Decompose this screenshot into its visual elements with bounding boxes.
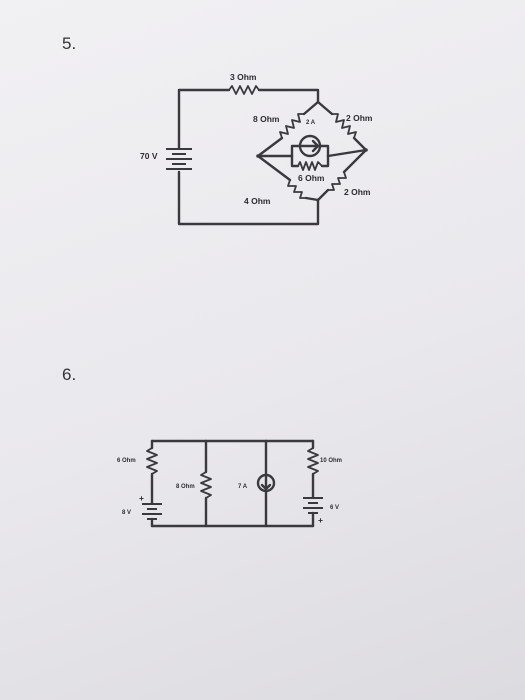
label-6-8v: 8 V [122, 510, 131, 516]
label-5-8ohm: 8 Ohm [253, 114, 280, 124]
wire-5-middle [256, 148, 368, 158]
resistor-5-2ohm-upper [332, 113, 357, 139]
problem-6-number: 6. [62, 365, 77, 384]
node-5-right [364, 148, 368, 152]
label-5-4ohm: 4 Ohm [244, 196, 271, 206]
label-6-8ohm: 8 Ohm [176, 484, 195, 490]
node-5-left [256, 154, 260, 158]
resistor-5-3ohm [228, 85, 260, 95]
wire-5-top-left [177, 88, 231, 150]
wire-5-ll [256, 154, 292, 182]
circuit-5: 3 Ohm 8 Ohm 2 A 2 Ohm 70 V 6 Ohm 2 Ohm 4… [140, 72, 373, 226]
wire-5-ll2 [304, 196, 320, 202]
resistor-6-8ohm [200, 471, 212, 499]
resistor-5-6ohm [297, 161, 323, 171]
resistor-5-8ohm [279, 113, 304, 139]
wire-5-ur [316, 100, 334, 116]
wire-5-r6-branch [290, 154, 330, 168]
label-6-plus-right: + [318, 515, 323, 525]
label-6-7a: 7 A [238, 484, 248, 490]
label-6-plus-left: + [139, 493, 144, 503]
label-5-2a: 2 A [306, 120, 316, 126]
label-5-2ohm-upper: 2 Ohm [346, 113, 373, 123]
battery-6-6v [303, 497, 323, 514]
problem-5-number: 5. [62, 34, 77, 53]
resistor-6-6ohm [146, 447, 158, 475]
arrow-icon [300, 139, 320, 153]
battery-5-70v [166, 148, 192, 170]
label-6-10ohm: 10 Ohm [320, 458, 342, 464]
current-source-5 [298, 134, 322, 158]
label-5-2ohm-lower: 2 Ohm [344, 187, 371, 197]
label-5-70v: 70 V [140, 151, 158, 161]
label-5-3ohm: 3 Ohm [230, 72, 257, 82]
wire-5-cs-branch [290, 144, 330, 158]
wire-5-left-bottom [177, 170, 320, 226]
label-5-6ohm: 6 Ohm [298, 173, 325, 183]
resistor-6-10ohm [307, 447, 319, 475]
label-6-6ohm: 6 Ohm [117, 458, 136, 464]
wire-5-ur2 [352, 136, 368, 152]
wire-5-ul2 [256, 136, 284, 158]
wire-5-lr2 [316, 188, 330, 202]
resistor-5-4ohm [287, 179, 306, 199]
wire-5-ul [302, 100, 320, 116]
label-6-6v: 6 V [330, 505, 339, 511]
resistor-5-2ohm-lower [328, 171, 347, 191]
battery-6-8v [142, 503, 162, 520]
wire-5-top-right [257, 88, 320, 104]
wire-5-lr [342, 148, 368, 174]
circuit-6: 6 Ohm 8 Ohm 7 A 10 Ohm 8 V 6 V + + [117, 439, 342, 528]
arrow-down-icon [260, 475, 272, 491]
